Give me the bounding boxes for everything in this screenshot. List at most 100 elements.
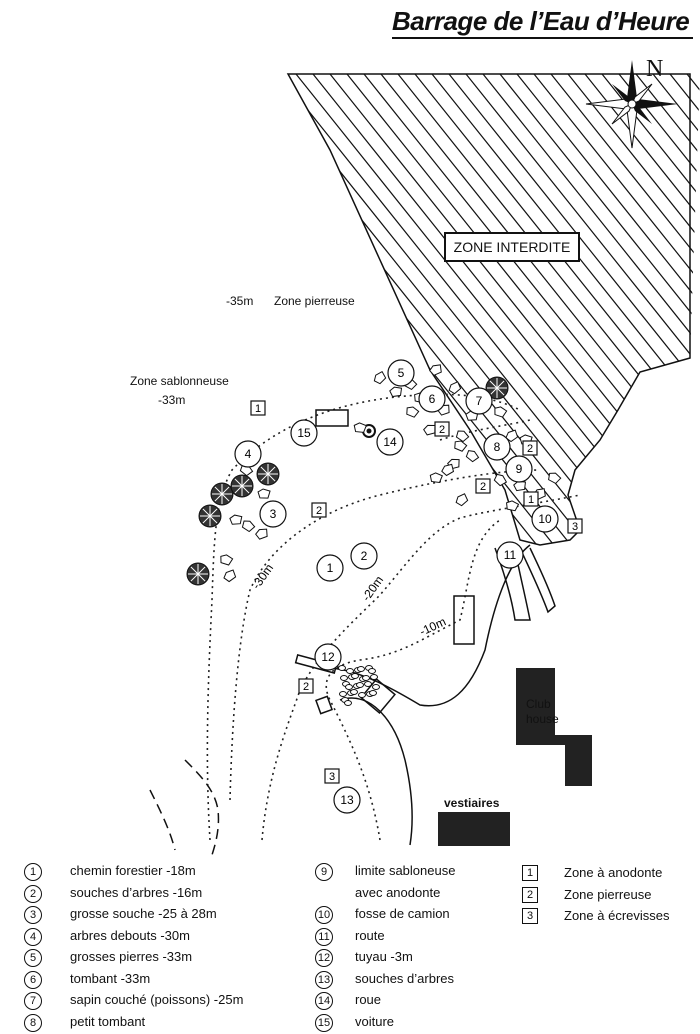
contour-30m-label: -30m	[249, 561, 276, 591]
legend-item-marker: 11	[315, 927, 333, 946]
legend-item-label: Zone à anodonte	[564, 865, 663, 880]
svg-text:2: 2	[361, 549, 368, 563]
svg-text:1: 1	[528, 494, 534, 506]
legend-item-label: fosse de camion	[355, 906, 450, 921]
legend-item-label: roue	[355, 992, 382, 1007]
point-marker-3: 3	[259, 500, 287, 528]
legend-item-marker: 12	[315, 949, 333, 967]
svg-text:1: 1	[327, 561, 334, 575]
club-house-label: Club house	[526, 697, 559, 727]
legend-item-label: sapin couché (poissons) -25m	[70, 992, 244, 1007]
contour-20m	[261, 494, 581, 841]
svg-text:3: 3	[572, 521, 578, 533]
zone-marker-2: 2	[298, 678, 314, 694]
point-marker-1: 1	[316, 554, 344, 582]
club-house-building	[516, 668, 592, 786]
svg-text:2: 2	[303, 681, 309, 693]
zone-marker-1: 1	[250, 400, 266, 416]
point-marker-2: 2	[350, 542, 378, 570]
legend-item-label: voiture	[355, 1013, 395, 1029]
depth-33m-label: -33m	[158, 393, 186, 407]
legend-item-label: souches d’arbres	[355, 970, 454, 986]
contour-20m-label: -20m	[359, 573, 386, 603]
trees	[186, 376, 509, 586]
legend-item-marker: 14	[315, 992, 333, 1010]
club-house-line2: house	[526, 712, 559, 726]
tree-icon	[210, 482, 234, 506]
point-marker-4: 4	[234, 440, 262, 468]
vestiaires-label: vestiaires	[444, 796, 500, 810]
compass-rose	[585, 60, 678, 149]
point-marker-5: 5	[387, 359, 415, 387]
club-house-line1: Club	[526, 697, 551, 711]
contour-10m	[325, 519, 501, 841]
point-marker-10: 10	[531, 505, 559, 533]
svg-text:3: 3	[270, 507, 277, 521]
north-label: N	[646, 56, 664, 82]
svg-text:5: 5	[398, 366, 405, 380]
legend-item-marker: 3	[24, 906, 42, 924]
point-marker-12: 12	[314, 643, 342, 671]
svg-text:4: 4	[245, 447, 252, 461]
legend-item-marker: 6	[24, 970, 42, 989]
legend-item-marker: 15	[315, 1013, 333, 1032]
svg-text:9: 9	[516, 462, 523, 476]
zone-marker-2: 2	[522, 440, 538, 456]
legend-item-label: route	[355, 927, 385, 943]
legend-item-label: souches d’arbres -16m	[70, 884, 203, 900]
svg-text:10: 10	[538, 512, 552, 526]
legend-item-label: limite sabloneuse	[355, 863, 456, 878]
svg-text:13: 13	[340, 793, 354, 807]
zone-marker-2: 2	[475, 478, 491, 494]
stones	[220, 364, 562, 583]
tree-icon	[198, 504, 222, 528]
svg-text:2: 2	[527, 443, 533, 455]
point-marker-14: 14	[376, 428, 404, 456]
svg-text:2: 2	[480, 481, 486, 493]
car	[315, 409, 349, 427]
legend-item-marker: 10	[315, 906, 333, 924]
legend-item-marker: 2	[522, 886, 538, 903]
point-marker-15: 15	[290, 419, 318, 447]
legend-item-marker: 4	[24, 927, 42, 946]
map-title: Barrage de l’Eau d’Heure	[392, 6, 694, 39]
legend-item-marker: 9	[315, 863, 333, 881]
svg-text:2: 2	[439, 424, 445, 436]
point-marker-13: 13	[333, 786, 361, 814]
depth-35m-label: -35m	[226, 294, 254, 308]
tree-icon	[256, 462, 280, 486]
rock-pile	[338, 665, 380, 706]
svg-text:15: 15	[297, 426, 311, 440]
tree-icon	[230, 474, 254, 498]
tree-icon	[485, 376, 509, 400]
legend-item-marker: 7	[24, 992, 42, 1010]
zone-marker-2: 2	[434, 421, 450, 437]
legend-item-label: grosse souche -25 à 28m	[70, 906, 217, 921]
point-marker-8: 8	[483, 433, 511, 461]
point-marker-11: 11	[496, 541, 524, 569]
legend-item-marker: 1	[522, 865, 538, 881]
shoreline	[149, 544, 556, 856]
legend-item-marker: 3	[522, 908, 538, 924]
vestiaires-building	[438, 812, 510, 846]
svg-text:11: 11	[504, 548, 517, 562]
legend-item-label: grosses pierres -33m	[70, 949, 193, 964]
legend-item-label: tuyau -3m	[355, 949, 413, 964]
svg-text:1: 1	[255, 403, 261, 415]
point-marker-7: 7	[465, 387, 493, 415]
zone-marker-1: 1	[523, 491, 539, 507]
legend-item-marker: 8	[24, 1013, 42, 1032]
svg-text:6: 6	[429, 392, 436, 406]
tree-icon	[186, 562, 210, 586]
legend-item-marker: 2	[24, 884, 42, 903]
legend-item-label: avec anodonte	[355, 884, 441, 900]
svg-text:2: 2	[316, 505, 322, 517]
sand-limit	[439, 419, 531, 441]
legend-item-label: chemin forestier -18m	[70, 863, 196, 878]
svg-text:14: 14	[383, 435, 397, 449]
svg-text:8: 8	[494, 440, 501, 454]
legend-item-label: Zone pierreuse	[564, 886, 652, 902]
